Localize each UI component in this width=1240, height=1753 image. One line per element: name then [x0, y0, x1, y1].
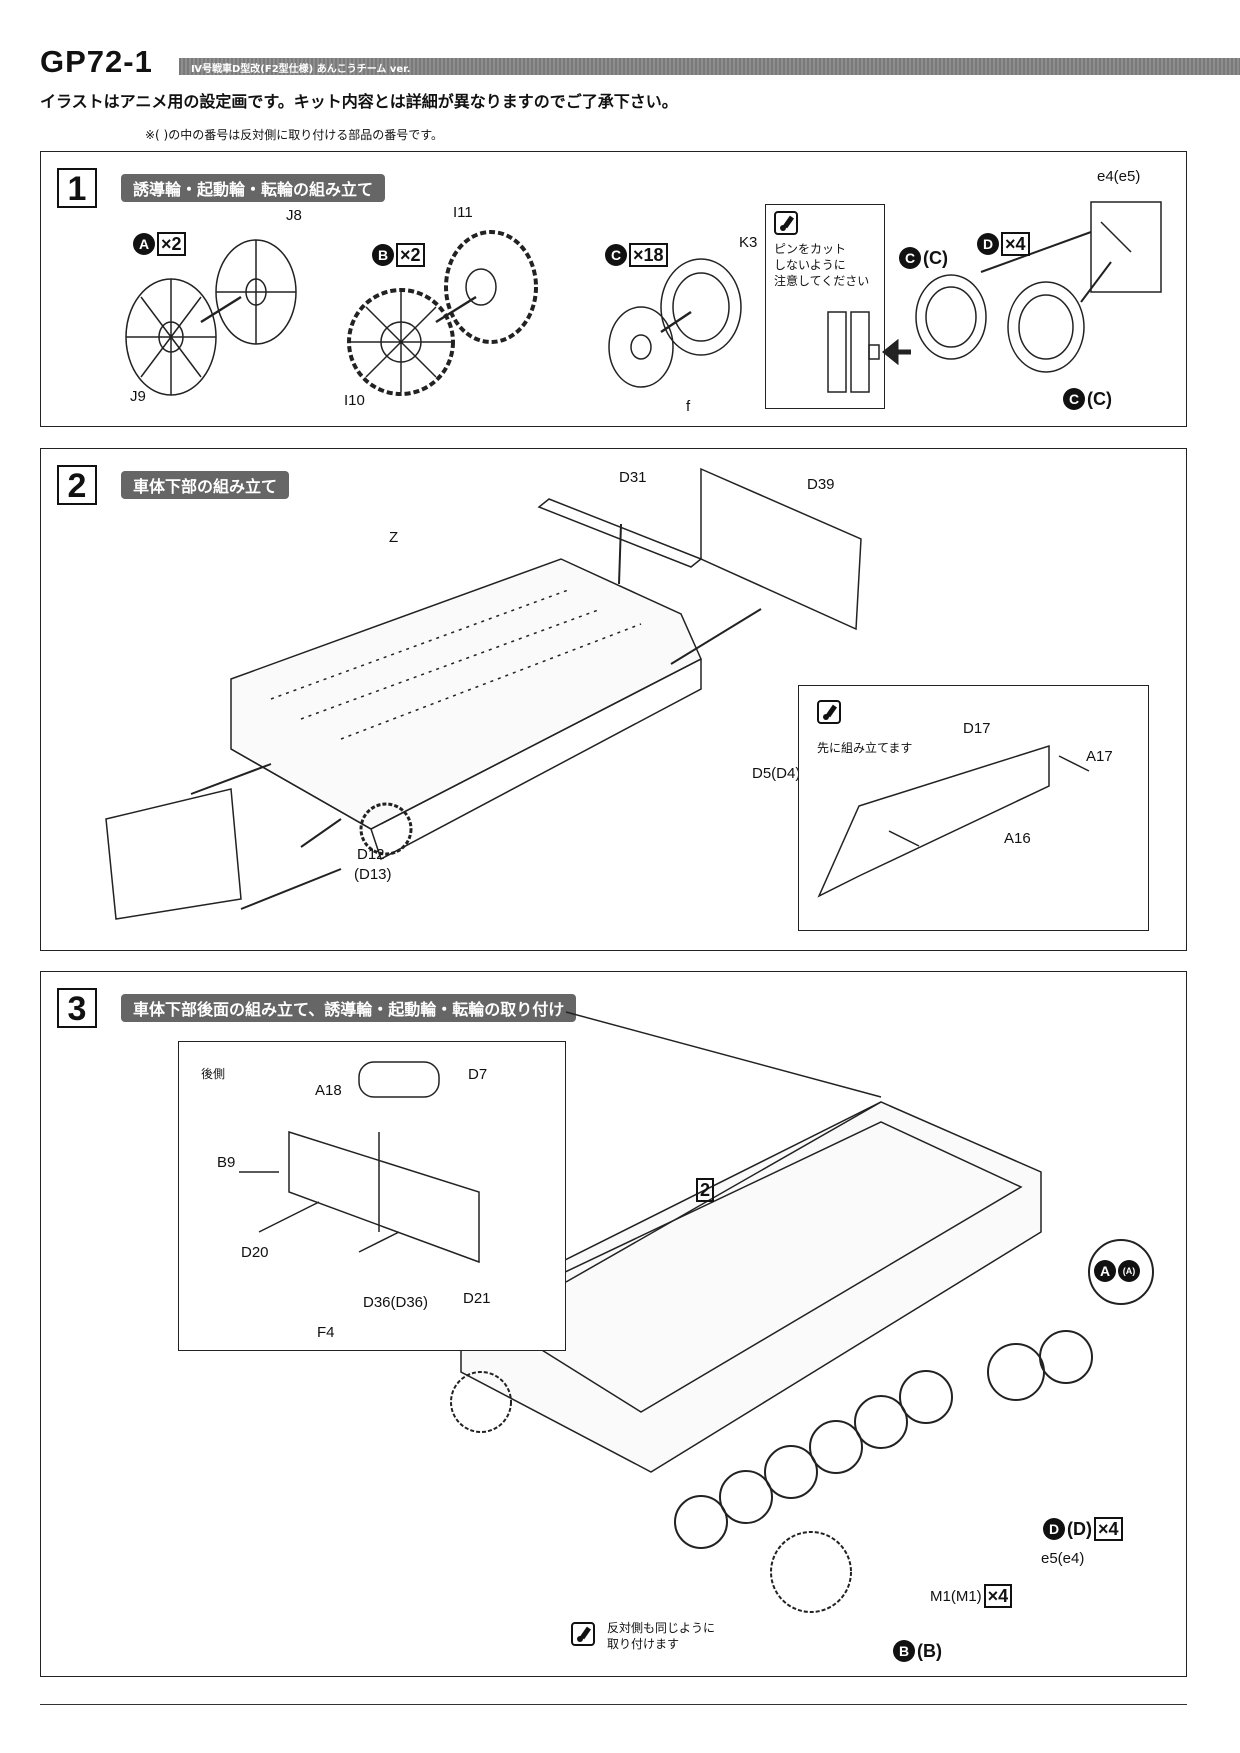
hull-diagram	[105, 467, 862, 920]
part-label: K3	[739, 234, 758, 251]
part-label: Z	[389, 529, 399, 546]
step-number: 3	[57, 988, 97, 1028]
step-number: 2	[57, 465, 97, 505]
part-badge-a: A×2	[133, 232, 186, 256]
part-label: F4	[317, 1324, 335, 1341]
wheel-diagrams	[125, 201, 1162, 396]
part-badge-c: C×18	[605, 243, 668, 267]
model-number: GP72-1	[40, 44, 153, 79]
part-label: D12	[357, 846, 385, 863]
part-label: D36(D36)	[363, 1294, 429, 1311]
part-label: D21	[463, 1290, 491, 1307]
caution-icon	[774, 211, 798, 235]
caution-text: 反対側も同じように 取り付けます	[607, 1621, 716, 1651]
part-label: D20	[241, 1244, 269, 1261]
step-title: 車体下部後面の組み立て、誘導輪・起動輪・転輪の取り付け	[121, 994, 577, 1022]
caution-box: ピンをカット しないように 注意してください	[765, 204, 885, 409]
part-label: J9	[130, 388, 146, 405]
part-label: I10	[344, 392, 365, 409]
wheel-pair-diagram	[915, 201, 1162, 373]
road-wheel-diagram	[608, 258, 742, 388]
part-label: J8	[286, 207, 302, 224]
disclaimer: イラストはアニメ用の設定画です。キット内容とは詳細が異なりますのでご了承下さい。	[40, 92, 678, 111]
step-2-reference: 2	[696, 1178, 715, 1202]
part-badge-d: D×4	[977, 232, 1030, 256]
part-label: D31	[619, 469, 647, 486]
chassis-diagram	[450, 1011, 1154, 1613]
part-label: (D13)	[354, 866, 392, 883]
step-title: 誘導輪・起動輪・転輪の組み立て	[121, 174, 386, 202]
part-badge-cc: C(C)	[899, 247, 948, 269]
part-badge-dd: D(D)×4	[1043, 1517, 1123, 1541]
sub-assembly-inset: 先に組み立てます D17 A17 A16	[798, 685, 1149, 931]
rear-plate-diagram	[239, 1061, 480, 1264]
part-label: B9	[217, 1154, 236, 1171]
part-label: A18	[315, 1082, 342, 1099]
caution-icon	[571, 1622, 595, 1646]
part-label: A16	[1004, 830, 1031, 847]
part-label: D7	[468, 1066, 488, 1083]
footer-rule	[40, 1704, 1187, 1705]
track-guard-diagram	[817, 744, 1090, 898]
caution-icon	[817, 700, 841, 724]
part-label: I11	[453, 204, 473, 221]
caution-text: ピンをカット しないように 注意してください	[774, 242, 870, 288]
inset-note: 先に組み立てます	[817, 741, 913, 755]
parenthesis-note: ※( )の中の番号は反対側に取り付ける部品の番号です。	[145, 128, 444, 142]
step-title: 車体下部の組み立て	[121, 471, 290, 499]
part-badge-b: B×2	[372, 243, 425, 267]
rear-detail-inset: 後側 A18 D7 B9 D20 D36(D36) D21 F4	[178, 1041, 566, 1351]
product-banner: Ⅳ号戦車D型改(F2型仕様) あんこうチーム ver.	[179, 58, 1240, 75]
sprocket-diagram	[347, 230, 538, 396]
part-label: f	[686, 398, 691, 415]
part-label: A17	[1086, 748, 1113, 765]
part-label: e4(e5)	[1097, 168, 1141, 185]
idler-wheel-diagram	[125, 239, 297, 396]
part-label: D5(D4)	[752, 765, 801, 782]
part-badge-bb: B(B)	[893, 1640, 942, 1662]
part-label: D17	[963, 720, 991, 737]
step-3: 3 車体下部後面の組み立て、誘導輪・起動輪・転輪の取り付け 後側 A18 D7 …	[40, 971, 1187, 1677]
part-label: e5(e4)	[1041, 1550, 1085, 1567]
part-badge-aa: A(A)	[1094, 1260, 1140, 1282]
step-1: 1 誘導輪・起動輪・転輪の組み立て A×2 B×2 C×18 D×4 C(C) …	[40, 151, 1187, 427]
part-badge-m1: M1(M1)×4	[930, 1584, 1013, 1608]
step-number: 1	[57, 168, 97, 208]
caution-pin-diagram	[827, 311, 911, 393]
part-badge-cc: C(C)	[1063, 388, 1112, 410]
part-label: D39	[807, 476, 835, 493]
inset-label-rear: 後側	[201, 1067, 226, 1081]
step-2: 2 車体下部の組み立て D31 D39 Z D5(D4) D12 (D13) 先…	[40, 448, 1187, 951]
